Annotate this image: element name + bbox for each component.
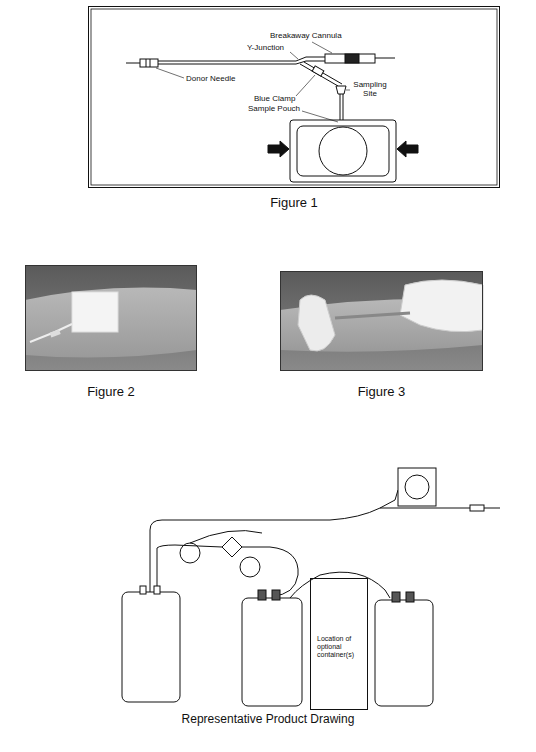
part-label: Y-Junction: [247, 43, 284, 52]
drawing-caption: Representative Product Drawing: [0, 712, 536, 726]
part-label: Blue Clamp: [254, 94, 295, 103]
part-label: Sampling Site: [352, 80, 388, 98]
figure-caption: Figure 1: [89, 195, 499, 210]
optional-container-box: Location of optional container(s): [310, 578, 368, 710]
product-drawing: [122, 468, 500, 706]
photo-frame: Figure 2: [25, 265, 197, 371]
box-note: Location of optional container(s): [311, 579, 367, 659]
collection-set-figure: [91, 9, 497, 185]
arm-photo: [25, 265, 197, 371]
photo-frame: Figure 3: [280, 271, 483, 371]
hands-photo: [280, 271, 483, 371]
part-label: Donor Needle: [186, 74, 235, 83]
part-label: Sample Pouch: [248, 104, 300, 113]
figure-caption: Figure 2: [26, 384, 196, 399]
part-label: Breakaway Cannula: [270, 31, 342, 40]
figure-caption: Figure 3: [281, 384, 482, 399]
